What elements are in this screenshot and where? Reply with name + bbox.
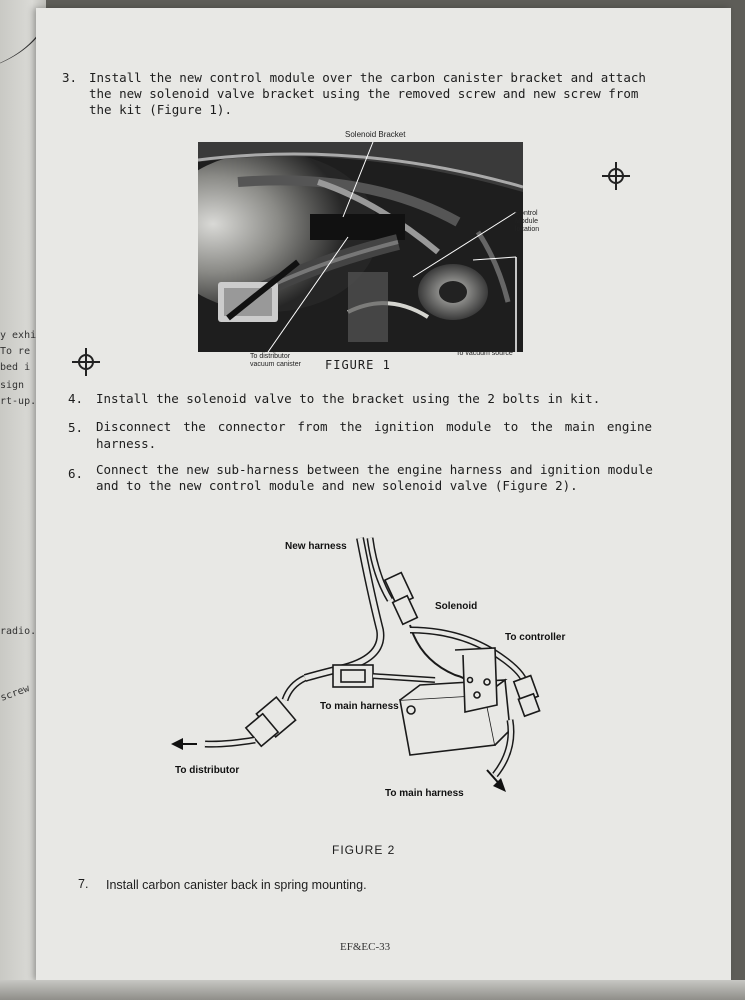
figure-1-caption: FIGURE 1 xyxy=(325,358,391,372)
left-page-fragment: y exhi xyxy=(0,330,37,341)
step-6-line: Connect the new sub-harness between the … xyxy=(96,462,653,477)
distributor-vacuum-label: vacuum canister xyxy=(250,361,301,368)
control-module-label: Module xyxy=(515,218,538,225)
vacuum-source-label: To vacuum source xyxy=(456,350,513,357)
step-5-line: harness. xyxy=(96,436,157,451)
step-4-line: Install the solenoid valve to the bracke… xyxy=(96,391,601,406)
distributor-vacuum-label: To distributor xyxy=(250,353,291,360)
left-page-fragment: screw xyxy=(0,683,32,704)
engine-bay-photo-illustration xyxy=(198,142,523,352)
step-3-line: the kit (Figure 1). xyxy=(89,102,232,117)
left-page-fragment: To re xyxy=(0,346,31,357)
step-number: 5. xyxy=(68,420,84,435)
control-module-label: Control xyxy=(515,210,538,217)
step-3-line: Install the new control module over the … xyxy=(89,70,646,85)
left-page-fragment: radio. xyxy=(0,626,37,637)
left-page-fragment: sign xyxy=(0,380,25,391)
to-distributor-label: To distributor xyxy=(175,765,239,776)
to-controller-label: To controller xyxy=(505,632,565,643)
left-page-fragment: bed i xyxy=(0,362,31,373)
left-page-fragment: rt-up. xyxy=(0,396,37,407)
figure-2-caption: FIGURE 2 xyxy=(332,843,396,857)
step-3-line: the new solenoid valve bracket using the… xyxy=(89,86,639,101)
new-harness-label: New harness xyxy=(285,541,347,552)
to-main-harness-label: To main harness xyxy=(385,788,464,799)
step-6-line: and to the new control module and new so… xyxy=(96,478,578,493)
step-number: 3. xyxy=(62,70,78,85)
step-number: 6. xyxy=(68,466,84,481)
registration-mark-icon xyxy=(72,348,100,376)
solenoid-label: Solenoid xyxy=(435,601,477,612)
registration-mark-icon xyxy=(602,162,630,190)
step-number: 7. xyxy=(78,877,89,891)
page-footer: EF&EC-33 xyxy=(340,941,391,953)
step-number: 4. xyxy=(68,391,84,406)
solenoid-bracket-label: Solenoid Bracket xyxy=(345,130,406,139)
figure-1-photo xyxy=(198,142,523,352)
page-bottom-shadow xyxy=(0,980,745,1000)
to-main-harness-label: To main harness xyxy=(320,701,399,712)
control-module-label: location xyxy=(515,226,540,233)
step-5-line: Disconnect the connector from the igniti… xyxy=(96,419,652,434)
figure-2-wiring-diagram: New harness Solenoid To controller To ma… xyxy=(171,537,565,799)
step-7-line: Install carbon canister back in spring m… xyxy=(106,878,367,892)
